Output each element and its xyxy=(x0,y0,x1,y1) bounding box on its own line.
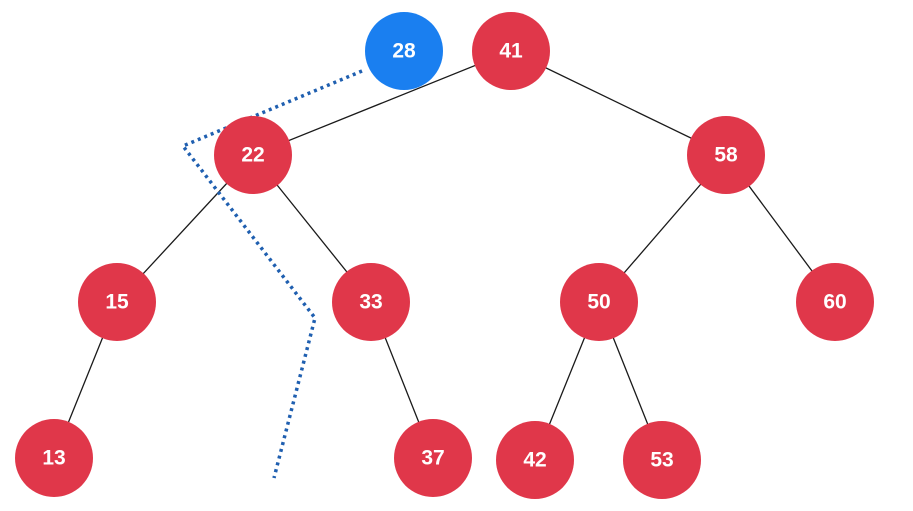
tree-node-circle xyxy=(560,263,638,341)
tree-node-circle xyxy=(796,263,874,341)
tree-node-42: 42 xyxy=(496,421,574,499)
edge-41-22 xyxy=(252,50,512,156)
tree-node-circle xyxy=(214,116,292,194)
tree-node-50: 50 xyxy=(560,263,638,341)
tree-node-60: 60 xyxy=(796,263,874,341)
tree-node-circle xyxy=(15,419,93,497)
insertion-search-path xyxy=(180,69,363,479)
tree-node-label: 15 xyxy=(105,291,129,314)
tree-node-22: 22 xyxy=(214,116,292,194)
tree-node-circle xyxy=(496,421,574,499)
tree-node-label: 53 xyxy=(650,449,673,472)
tree-node-41: 41 xyxy=(472,12,550,90)
tree-node-circle xyxy=(472,12,550,90)
tree-node-37: 37 xyxy=(394,419,472,497)
edge-41-58 xyxy=(510,50,727,156)
tree-node-label: 60 xyxy=(823,291,846,314)
inserted-node-label: 28 xyxy=(392,40,416,63)
tree-node-circle xyxy=(78,263,156,341)
tree-node-label: 33 xyxy=(359,291,382,314)
tree-node-circle xyxy=(623,421,701,499)
tree-node-label: 13 xyxy=(42,447,65,470)
tree-node-label: 42 xyxy=(523,449,546,472)
tree-node-label: 22 xyxy=(241,144,264,167)
tree-node-label: 58 xyxy=(714,144,738,167)
tree-node-15: 15 xyxy=(78,263,156,341)
tree-edges xyxy=(53,50,836,461)
tree-node-label: 41 xyxy=(499,40,523,63)
tree-node-label: 37 xyxy=(421,447,444,470)
inserted-node-circle xyxy=(365,12,443,90)
tree-node-13: 13 xyxy=(15,419,93,497)
tree-node-33: 33 xyxy=(332,263,410,341)
tree-node-58: 58 xyxy=(687,116,765,194)
inserted-node-28: 28 xyxy=(365,12,443,90)
tree-node-53: 53 xyxy=(623,421,701,499)
tree-node-circle xyxy=(687,116,765,194)
tree-node-circle xyxy=(394,419,472,497)
tree-node-circle xyxy=(332,263,410,341)
tree-nodes: 41 22 58 15 33 50 60 13 37 42 53 xyxy=(15,12,874,499)
tree-node-label: 50 xyxy=(587,291,610,314)
